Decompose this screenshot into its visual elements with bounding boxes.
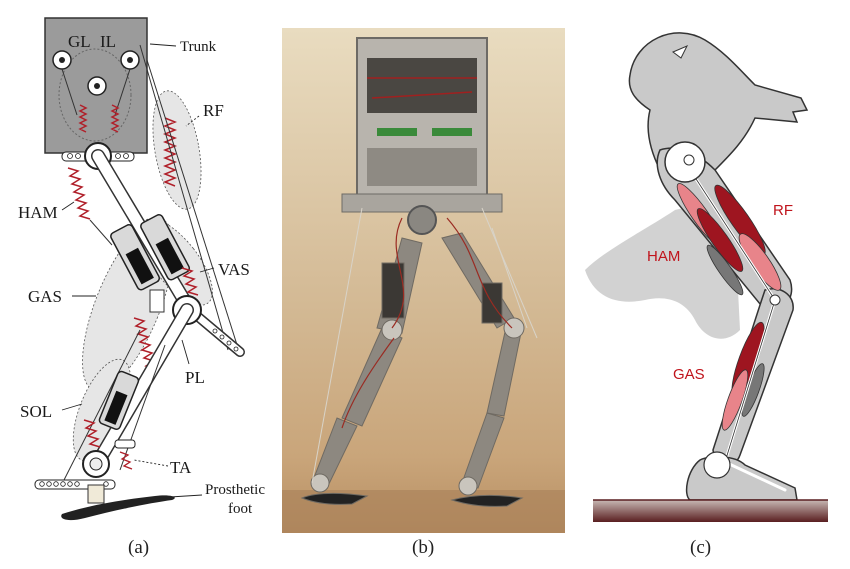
- vas-actuator-right: [140, 214, 191, 281]
- prosthetic-foot-blade: [61, 495, 175, 521]
- label-prosthetic: Prosthetic: [205, 482, 265, 498]
- label-ham: HAM: [647, 248, 680, 265]
- foot-segment: [685, 455, 798, 501]
- label-il: IL: [100, 32, 116, 51]
- sol-spring: [83, 419, 101, 448]
- eye-icon: [672, 45, 689, 59]
- vas-actuator-left: [110, 224, 161, 291]
- ham-spring: [67, 167, 91, 220]
- caption-a: (a): [128, 537, 150, 558]
- robot-left-leg: [300, 237, 423, 505]
- sol-actuator: [98, 370, 140, 430]
- label-foot: foot: [228, 501, 253, 517]
- robot-trunk: [341, 37, 503, 235]
- label-vas: VAS: [218, 260, 250, 279]
- vas-spring: [181, 267, 199, 296]
- caption-c: (c): [690, 537, 712, 558]
- panel-c-simulation: RF HAM GAS: [585, 32, 828, 522]
- label-rf: RF: [203, 101, 224, 120]
- robot-right-leg: [441, 232, 525, 507]
- ankle-joint: [703, 451, 731, 479]
- rf-spring: [162, 117, 178, 187]
- label-ta: TA: [170, 458, 192, 477]
- caption-b: (b): [412, 537, 435, 558]
- label-trunk: Trunk: [180, 39, 217, 55]
- label-gas: GAS: [28, 287, 62, 306]
- gluteal-muscle: [706, 244, 744, 296]
- ta-spring: [119, 451, 133, 470]
- panel-a-schematic: GL IL Trunk RF HAM VAS GAS PL SOL TA Pro…: [18, 17, 265, 521]
- label-sol: SOL: [20, 402, 52, 421]
- ham-muscle-2: [696, 208, 744, 272]
- shadow: [585, 207, 740, 339]
- ground: [593, 500, 828, 522]
- gl-spring: [78, 104, 88, 133]
- label-rf: RF: [773, 202, 793, 219]
- gas-muscle-2: [721, 369, 749, 431]
- trunk-head: [628, 32, 809, 181]
- label-pl: PL: [185, 368, 205, 387]
- knee-joint: [769, 294, 781, 306]
- label-gas: GAS: [673, 366, 705, 383]
- label-ham: HAM: [18, 203, 58, 222]
- panel-b-photo: [282, 28, 565, 533]
- il-spring: [110, 104, 120, 133]
- label-gl: GL: [68, 32, 91, 51]
- rf-envelope: [152, 90, 202, 210]
